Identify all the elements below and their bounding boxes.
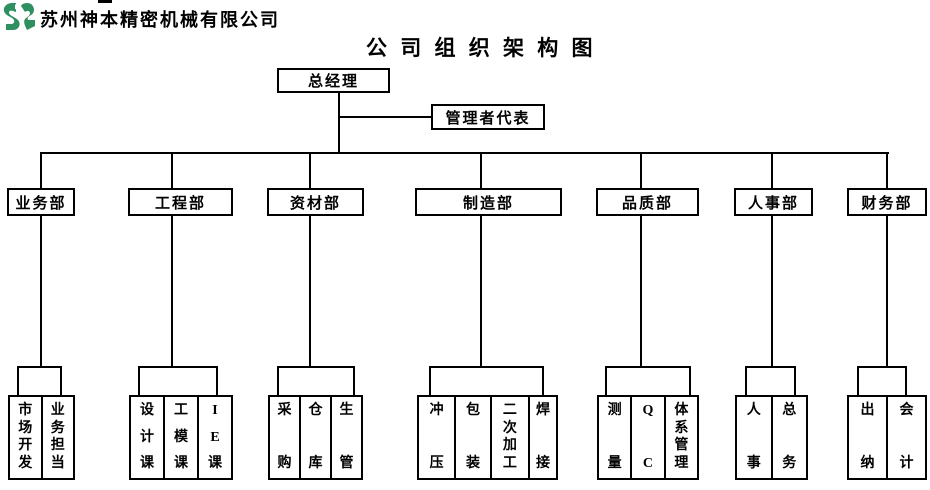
- node-department-materials: 资材部: [267, 188, 364, 216]
- line-dept-drop: [171, 216, 173, 366]
- unit-group-sales: 市场开发 业务担当: [8, 395, 75, 480]
- line-gm-drop: [338, 92, 340, 154]
- unit-cell: 仓库: [301, 397, 332, 478]
- node-department-quality: 品质部: [596, 188, 699, 216]
- line-bus-drop: [40, 154, 42, 188]
- connector-bracket: [17, 366, 62, 395]
- line-bus-drop: [640, 154, 642, 188]
- node-general-manager: 总经理: [277, 68, 390, 93]
- connector-bracket: [857, 366, 907, 395]
- connector-bracket: [138, 366, 218, 395]
- unit-cell: 出纳: [849, 397, 888, 478]
- unit-cell: 业务担当: [50, 403, 65, 471]
- line-dept-drop: [771, 216, 773, 366]
- connector-bracket: [605, 366, 691, 395]
- node-department-manufacturing: 制造部: [415, 188, 562, 216]
- unit-cell: 市场开发: [10, 397, 43, 478]
- unit-cell: 体系管理: [674, 403, 689, 471]
- connector-bracket: [277, 366, 355, 395]
- company-name: 苏州神本精密机械有限公司: [40, 10, 280, 30]
- unit-cell: 会计: [899, 403, 914, 471]
- line-dept-drop: [640, 216, 642, 366]
- connector-bracket: [429, 366, 544, 395]
- line-bus-drop: [771, 154, 773, 188]
- node-department-engineering: 工程部: [128, 188, 233, 216]
- unit-cell: 包装: [456, 397, 492, 478]
- top-edge-artifact: [98, 0, 112, 3]
- line-department-bus: [40, 152, 889, 154]
- unit-cell: 总务: [782, 403, 797, 471]
- line-dept-drop: [480, 216, 482, 366]
- node-management-representative: 管理者代表: [431, 104, 545, 130]
- unit-cell: 焊接: [536, 403, 550, 471]
- line-bus-drop: [480, 154, 482, 188]
- unit-cell: 设计课: [131, 397, 165, 478]
- chart-title: 公 司 组 织 架 构 图: [366, 36, 597, 60]
- line-bus-drop: [886, 154, 888, 188]
- line-bus-drop: [171, 154, 173, 188]
- unit-cell: 测量: [599, 397, 633, 478]
- unit-cell: 工模课: [165, 397, 199, 478]
- unit-cell: 冲压: [419, 397, 457, 478]
- unit-group-finance: 出纳 会计: [847, 395, 927, 480]
- unit-cell: 采购: [270, 397, 301, 478]
- unit-group-hr: 人事 总务: [735, 395, 808, 480]
- node-department-sales: 业务部: [7, 188, 75, 216]
- line-dept-drop: [40, 216, 42, 366]
- node-department-finance: 财务部: [847, 188, 927, 216]
- line-dept-drop: [309, 216, 311, 366]
- unit-cell: 生管: [339, 403, 354, 471]
- unit-cell: 二次加工: [492, 397, 530, 478]
- unit-group-manufacturing: 冲压 包装 二次加工 焊接: [417, 395, 558, 480]
- node-department-hr: 人事部: [734, 188, 813, 216]
- unit-group-materials: 采购 仓库 生管: [268, 395, 363, 480]
- line-bus-drop: [309, 154, 311, 188]
- unit-cell: 人事: [737, 397, 773, 478]
- connector-bracket: [745, 366, 796, 395]
- company-logo-icon: [2, 2, 36, 32]
- line-dept-drop: [886, 216, 888, 366]
- line-to-management-rep: [340, 116, 431, 118]
